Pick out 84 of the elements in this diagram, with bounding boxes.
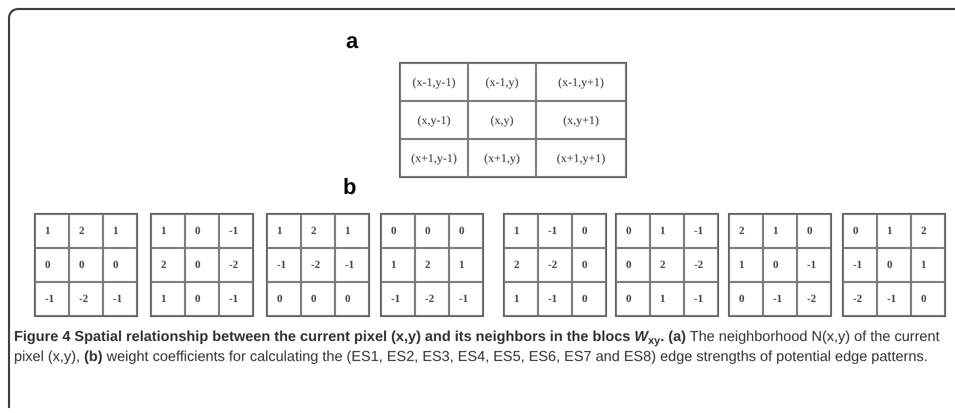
table-cell: -2 bbox=[797, 282, 831, 316]
table-cell: 0 bbox=[335, 282, 369, 316]
table-cell: -1 bbox=[684, 282, 718, 316]
table-cell: 0 bbox=[572, 248, 606, 282]
table-cell: 0 bbox=[877, 248, 911, 282]
table-cell: -1 bbox=[877, 282, 911, 316]
table-cell: 1 bbox=[763, 214, 797, 248]
table-cell: 1 bbox=[151, 214, 185, 248]
table-cell: 1 bbox=[35, 214, 69, 248]
table-cell: 0 bbox=[381, 214, 415, 248]
table-cell: 0 bbox=[449, 214, 483, 248]
table-cell: 0 bbox=[911, 282, 945, 316]
table-cell: (x+1,y+1) bbox=[536, 139, 626, 177]
table-cell: 0 bbox=[729, 282, 763, 316]
table-cell: 0 bbox=[415, 214, 449, 248]
table-cell: 2 bbox=[650, 248, 684, 282]
table-cell: -2 bbox=[415, 282, 449, 316]
table-cell: (x,y-1) bbox=[400, 101, 468, 139]
table-cell: 0 bbox=[301, 282, 335, 316]
table-cell: 0 bbox=[763, 248, 797, 282]
table-cell: 1 bbox=[335, 214, 369, 248]
panel-letter: a bbox=[346, 30, 358, 52]
table-cell: 1 bbox=[381, 248, 415, 282]
table-cell: 2 bbox=[911, 214, 945, 248]
table-cell: -1 bbox=[219, 214, 253, 248]
table-cell: -1 bbox=[684, 214, 718, 248]
table-cell: -1 bbox=[335, 248, 369, 282]
table-cell: 0 bbox=[185, 282, 219, 316]
table-cell: 0 bbox=[69, 248, 103, 282]
table-cell: 2 bbox=[69, 214, 103, 248]
table-cell: 2 bbox=[729, 214, 763, 248]
table-cell: 2 bbox=[301, 214, 335, 248]
table-cell: (x-1,y) bbox=[468, 63, 536, 101]
table-cell: -1 bbox=[763, 282, 797, 316]
table-cell: (x-1,y+1) bbox=[536, 63, 626, 101]
table-cell: 0 bbox=[103, 248, 137, 282]
table-cell: -1 bbox=[449, 282, 483, 316]
table-cell: (x+1,y) bbox=[468, 139, 536, 177]
table-cell: (x-1,y-1) bbox=[400, 63, 468, 101]
table-cell: 0 bbox=[616, 282, 650, 316]
table-cell: (x,y+1) bbox=[536, 101, 626, 139]
table-cell: 1 bbox=[504, 282, 538, 316]
table-cell: -1 bbox=[538, 282, 572, 316]
table-cell: -1 bbox=[381, 282, 415, 316]
table-cell: 1 bbox=[103, 214, 137, 248]
table-cell: 0 bbox=[35, 248, 69, 282]
table-cell: 1 bbox=[911, 248, 945, 282]
table-cell: -2 bbox=[684, 248, 718, 282]
table-cell: 1 bbox=[650, 214, 684, 248]
table-cell: -2 bbox=[538, 248, 572, 282]
table-cell: 1 bbox=[650, 282, 684, 316]
table-cell: -1 bbox=[103, 282, 137, 316]
table-cell: (x+1,y-1) bbox=[400, 139, 468, 177]
table-cell: 1 bbox=[449, 248, 483, 282]
figure-caption: Figure 4 Spatial relationship between the current pixel (x,y) and its neighbors in the blocs W$_{xy}$. (a) The neighborhood N(x,y) of the current pixel (x,y), (b) weight coefficients for calculating the (ES1, ES2, ES3, ES4, ES5, ES6, ES7 and ES8) edge strengths of potential edge patterns. bbox=[14, 328, 941, 367]
table-cell: 0 bbox=[797, 214, 831, 248]
table-cell: 1 bbox=[504, 214, 538, 248]
table-cell: 1 bbox=[729, 248, 763, 282]
table-cell: 1 bbox=[877, 214, 911, 248]
table-cell: -1 bbox=[267, 248, 301, 282]
table-cell: -1 bbox=[538, 214, 572, 248]
table-cell: 2 bbox=[415, 248, 449, 282]
table-cell: -1 bbox=[843, 248, 877, 282]
table-cell: 0 bbox=[185, 248, 219, 282]
table-cell: 1 bbox=[151, 282, 185, 316]
table-cell: 1 bbox=[267, 214, 301, 248]
table-cell: 0 bbox=[616, 248, 650, 282]
table-cell: -2 bbox=[843, 282, 877, 316]
table-cell: (x,y) bbox=[468, 101, 536, 139]
table-cell: 2 bbox=[504, 248, 538, 282]
table-cell: 2 bbox=[151, 248, 185, 282]
table-cell: -1 bbox=[35, 282, 69, 316]
table-cell: -1 bbox=[219, 282, 253, 316]
table-cell: 0 bbox=[185, 214, 219, 248]
table-cell: 0 bbox=[572, 282, 606, 316]
table-cell: 0 bbox=[267, 282, 301, 316]
table-cell: 0 bbox=[616, 214, 650, 248]
table-cell: -2 bbox=[301, 248, 335, 282]
table-cell: -1 bbox=[797, 248, 831, 282]
table-cell: 0 bbox=[843, 214, 877, 248]
table-cell: -2 bbox=[69, 282, 103, 316]
panel-letter: b bbox=[343, 176, 356, 198]
table-cell: -2 bbox=[219, 248, 253, 282]
table-cell: 0 bbox=[572, 214, 606, 248]
